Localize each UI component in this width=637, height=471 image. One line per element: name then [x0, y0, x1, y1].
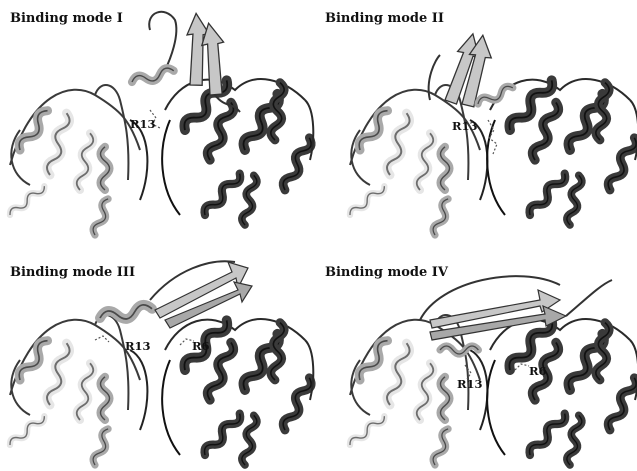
protein-right-domain — [487, 317, 637, 466]
residue-label: R6 — [192, 339, 210, 353]
residue-label: R6 — [529, 364, 547, 378]
panel-binding-mode-i: Binding mode I R13 — [8, 11, 314, 236]
panel-title: Binding mode I — [10, 11, 123, 26]
panel-title: Binding mode III — [10, 265, 135, 280]
protein-right-domain — [162, 77, 314, 226]
protein-left-domain — [348, 85, 488, 236]
protein-right-domain — [487, 77, 637, 226]
residue-label: R13 — [452, 119, 478, 133]
panel-binding-mode-ii: Binding mode II R13 — [325, 11, 637, 236]
residue-label: R13 — [125, 339, 151, 353]
panel-title: Binding mode IV — [325, 265, 449, 280]
protein-right-domain — [162, 317, 314, 466]
protein-left-domain — [8, 85, 148, 236]
panel-binding-mode-iv: Binding mode IV R13 R6 — [325, 265, 637, 466]
panel-binding-mode-iii: Binding mode III R13 R6 — [8, 261, 314, 466]
peptide-ligand — [429, 31, 515, 154]
protein-left-domain — [8, 315, 148, 466]
panel-title: Binding mode II — [325, 11, 444, 26]
peptide-ligand — [131, 12, 240, 128]
residue-label: R13 — [457, 377, 483, 391]
residue-label: R13 — [130, 117, 156, 131]
